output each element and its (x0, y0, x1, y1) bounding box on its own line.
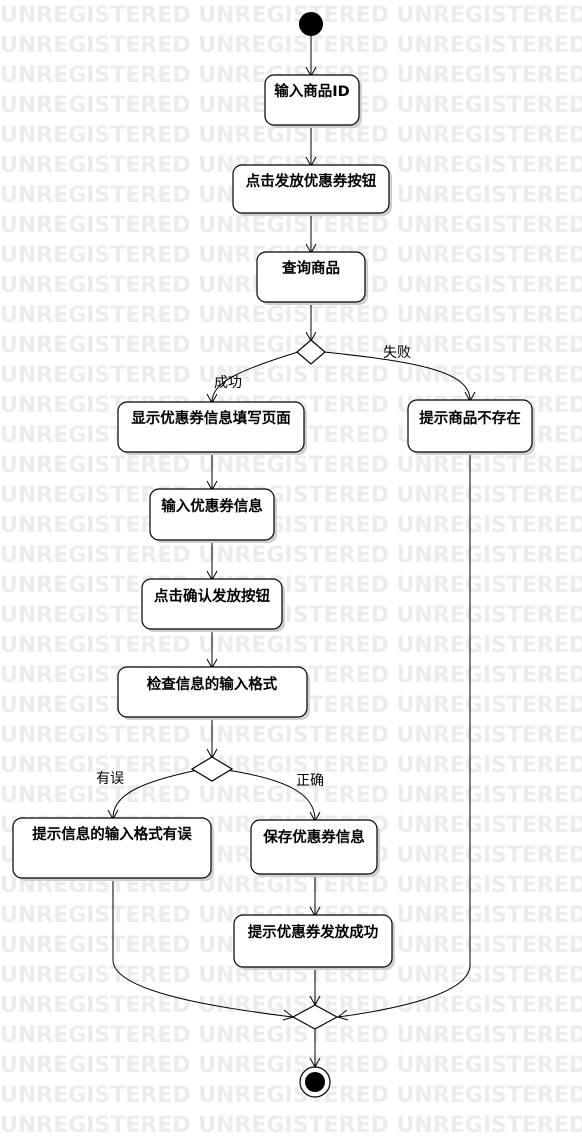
watermark-text: UNREGISTERED UNREGISTERED UNREGISTERED (0, 1023, 582, 1048)
action-label: 提示优惠券发放成功 (248, 923, 379, 941)
merge-node (291, 1004, 339, 1030)
edge-decision2-to-format-error (112, 769, 199, 819)
watermark-text: UNREGISTERED UNREGISTERED UNREGISTERED (0, 1053, 582, 1078)
edge-decision1-to-not-exist (323, 351, 471, 401)
edge-not-exist-to-merge (337, 452, 471, 1018)
edge-decision2-to-save (226, 769, 316, 821)
action-product-not-exist: 提示商品不存在 (407, 399, 535, 455)
watermark-text: UNREGISTERED UNREGISTERED UNREGISTERED (0, 483, 582, 508)
action-click-confirm-issue: 点击确认发放按钮 (141, 578, 285, 632)
watermark-text: UNREGISTERED UNREGISTERED UNREGISTERED (0, 363, 582, 388)
watermark-text: UNREGISTERED UNREGISTERED UNREGISTERED (0, 633, 582, 658)
decision-format-valid (190, 756, 234, 782)
edge-format-error-to-merge (112, 878, 293, 1018)
action-query-product: 查询商品 (256, 251, 368, 305)
action-enter-coupon-info: 输入优惠券信息 (149, 488, 277, 543)
watermark-text: UNREGISTERED UNREGISTERED UNREGISTERED (0, 513, 582, 538)
watermark: UNREGISTERED UNREGISTERED UNREGISTERED UN… (0, 3, 582, 1138)
action-check-format: 检查信息的输入格式 (117, 666, 310, 720)
action-click-issue-coupon: 点击发放优惠券按钮 (232, 164, 392, 216)
final-node-inner (305, 1072, 325, 1092)
action-show-coupon-form: 显示优惠券信息填写页面 (117, 401, 307, 455)
action-label: 保存优惠券信息 (262, 828, 365, 846)
watermark-text: UNREGISTERED UNREGISTERED UNREGISTERED (0, 213, 582, 238)
edge-label-failure: 失败 (383, 345, 411, 361)
watermark-text: UNREGISTERED UNREGISTERED UNREGISTERED (0, 543, 582, 568)
watermark-text: UNREGISTERED UNREGISTERED UNREGISTERED (0, 603, 582, 628)
action-label: 点击确认发放按钮 (154, 587, 270, 605)
action-label: 查询商品 (282, 259, 340, 277)
action-label: 输入优惠券信息 (161, 497, 263, 515)
action-format-error: 提示信息的输入格式有误 (12, 817, 214, 881)
edge-label-success: 成功 (214, 375, 242, 391)
watermark-text: UNREGISTERED UNREGISTERED UNREGISTERED (0, 573, 582, 598)
action-label: 显示优惠券信息填写页面 (131, 409, 291, 427)
action-label: 点击发放优惠券按钮 (246, 172, 377, 190)
watermark-text: UNREGISTERED UNREGISTERED UNREGISTERED (0, 303, 582, 328)
action-save-coupon: 保存优惠券信息 (250, 819, 380, 877)
edge-label-correct: 正确 (296, 773, 324, 789)
watermark-text: UNREGISTERED UNREGISTERED UNREGISTERED (0, 753, 582, 778)
edge-decision1-to-show-form (211, 351, 299, 403)
watermark-text: UNREGISTERED UNREGISTERED UNREGISTERED (0, 3, 582, 28)
action-label: 提示信息的输入格式有误 (32, 825, 192, 843)
decision-product-exists (296, 339, 326, 365)
watermark-text: UNREGISTERED UNREGISTERED UNREGISTERED (0, 993, 582, 1018)
watermark-text: UNREGISTERED UNREGISTERED UNREGISTERED (0, 783, 582, 808)
watermark-text: UNREGISTERED UNREGISTERED UNREGISTERED (0, 453, 582, 478)
initial-node (299, 12, 323, 36)
action-label: 输入商品ID (274, 82, 349, 100)
watermark-text: UNREGISTERED UNREGISTERED UNREGISTERED (0, 33, 582, 58)
action-issue-success: 提示优惠券发放成功 (233, 914, 395, 970)
edges (112, 36, 471, 1066)
action-label: 提示商品不存在 (419, 409, 521, 427)
edge-label-wrong: 有误 (96, 771, 124, 787)
action-label: 检查信息的输入格式 (147, 675, 278, 693)
watermark-text: UNREGISTERED UNREGISTERED UNREGISTERED (0, 723, 582, 748)
watermark-text: UNREGISTERED UNREGISTERED UNREGISTERED (0, 1083, 582, 1108)
action-enter-product-id: 输入商品ID (264, 74, 362, 128)
watermark-text: UNREGISTERED UNREGISTERED UNREGISTERED (0, 1113, 582, 1138)
